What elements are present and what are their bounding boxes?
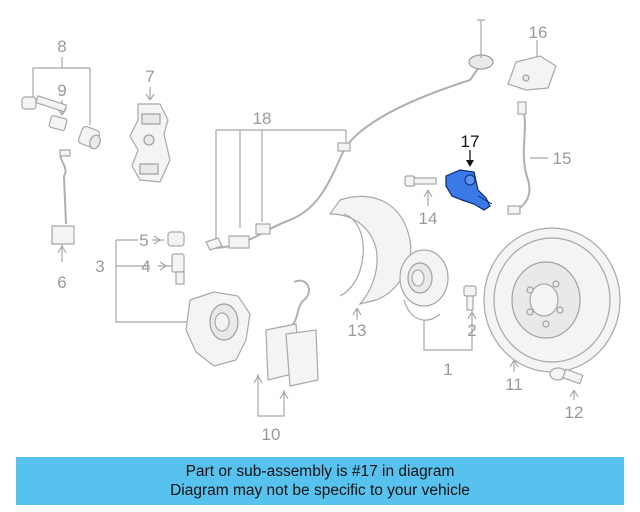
part-6-hose: [51, 149, 75, 262]
part-17-abs-sensor: [445, 150, 493, 211]
part-13-splash-shield: [328, 195, 412, 320]
part-15-sensor-wire: [507, 101, 548, 215]
part-16-bracket: [507, 40, 557, 91]
callout-7: 7: [145, 67, 154, 86]
callout-2: 2: [467, 321, 476, 340]
callout-17: 17: [461, 132, 480, 151]
callout-3: 3: [95, 257, 104, 276]
callout-12: 12: [565, 403, 584, 422]
part-10-brake-pads: [253, 279, 319, 417]
part-1-hub: [399, 249, 477, 351]
callout-15: 15: [553, 149, 572, 168]
callout-numbers: 8 9 7 18 16 17 15 14 5 3 4 6 13 2 1 11 1…: [57, 23, 583, 444]
callout-8: 8: [57, 37, 66, 56]
callout-16: 16: [529, 23, 548, 42]
part-18-harness: [205, 19, 494, 251]
part-2-bolt: [463, 285, 477, 311]
callout-11: 11: [505, 375, 523, 394]
callout-1: 1: [443, 360, 452, 379]
part-14-bolt: [404, 175, 437, 206]
callout-10: 10: [262, 425, 281, 444]
callout-6: 6: [57, 273, 66, 292]
callout-9: 9: [57, 81, 66, 100]
banner-line-1: Part or sub-assembly is #17 in diagram: [185, 463, 455, 480]
part-3-caliper: [115, 231, 251, 367]
callout-14: 14: [419, 209, 438, 228]
callout-13: 13: [348, 321, 367, 340]
callout-18: 18: [253, 109, 272, 128]
part-11-rotor: [483, 227, 621, 373]
parts-diagram: 8 9 7 18 16 17 15 14 5 3 4 6 13 2 1 11 1…: [21, 19, 621, 444]
info-banner: Part or sub-assembly is #17 in diagram D…: [16, 457, 624, 505]
part-12-wheel-bolt: [549, 367, 584, 400]
callout-5: 5: [139, 231, 148, 250]
banner-line-2: Diagram may not be specific to your vehi…: [170, 482, 470, 499]
callout-4: 4: [141, 257, 150, 276]
part-7-bracket: [129, 87, 171, 183]
part-8-9-bolt-group: [21, 57, 101, 150]
